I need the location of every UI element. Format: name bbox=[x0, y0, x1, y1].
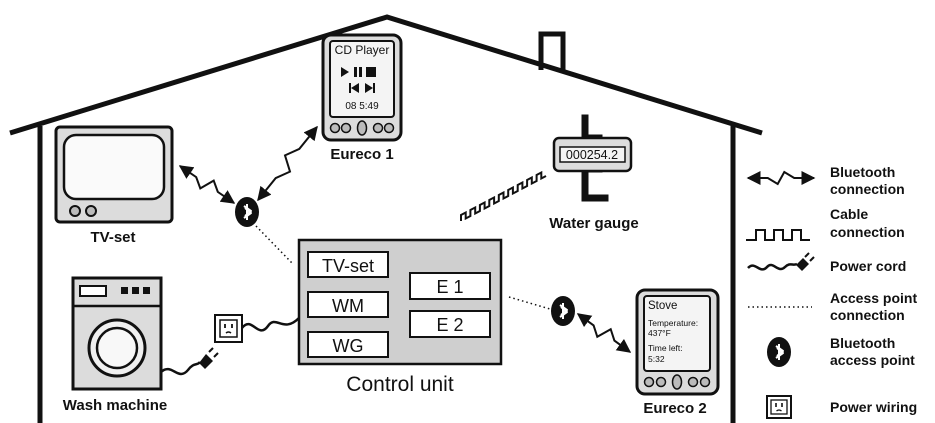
house-outline bbox=[9, 14, 763, 423]
control-box-e2: E 2 bbox=[436, 315, 463, 335]
access-point-connection-2 bbox=[508, 296, 551, 310]
water-gauge-device: 000254.2 Water gauge bbox=[549, 114, 639, 232]
legend-label: Power wiring bbox=[830, 399, 917, 415]
cable-connection-line bbox=[460, 170, 547, 221]
eureco-2-temperature-value: 437°F bbox=[648, 328, 671, 338]
eureco-1-device: CD Player 08 5:49 Eureco 1 bbox=[321, 33, 403, 163]
power-cord-control-unit bbox=[241, 317, 300, 332]
wash-machine-label: Wash machine bbox=[63, 397, 167, 414]
plug-icon bbox=[199, 347, 219, 369]
legend-label: connection bbox=[830, 307, 905, 323]
bluetooth-access-point-1 bbox=[235, 197, 259, 227]
legend-label: access point bbox=[830, 352, 915, 368]
wash-machine-button bbox=[143, 287, 150, 294]
eureco-2-screen-title: Stove bbox=[648, 300, 677, 312]
chimney bbox=[538, 31, 566, 72]
tv-button bbox=[85, 205, 97, 217]
wash-machine-button bbox=[121, 287, 128, 294]
bluetooth-connection-icon bbox=[746, 170, 816, 186]
control-box-wm: WM bbox=[332, 296, 364, 316]
next-track-icon bbox=[365, 83, 375, 93]
bluetooth-access-point-icon bbox=[767, 337, 791, 367]
power-wiring-icon bbox=[766, 395, 792, 419]
legend-label: Bluetooth bbox=[830, 164, 895, 180]
eureco-2-temperature-label: Temperature: bbox=[648, 318, 698, 328]
control-unit-label: Control unit bbox=[346, 373, 454, 396]
power-cord-wash-machine bbox=[160, 361, 201, 376]
wash-machine-display bbox=[79, 285, 107, 297]
eureco-2-time-left-label: Time left: bbox=[648, 343, 683, 353]
eureco-2-label: Eureco 2 bbox=[643, 400, 706, 417]
legend-label: connection bbox=[830, 181, 905, 197]
wash-machine-button bbox=[132, 287, 139, 294]
control-box-tv-set: TV-set bbox=[322, 256, 374, 276]
eureco-1-label: Eureco 1 bbox=[330, 146, 393, 163]
control-box-e1: E 1 bbox=[436, 277, 463, 297]
eureco-1-screen-status: 08 5:49 bbox=[345, 101, 379, 112]
tv-button bbox=[69, 205, 81, 217]
control-unit: TV-set WM WG E 1 E 2 Control unit bbox=[297, 238, 503, 396]
access-point-connection-1 bbox=[255, 225, 293, 264]
water-gauge-label: Water gauge bbox=[549, 215, 638, 232]
previous-track-icon bbox=[349, 83, 359, 93]
eureco-2-time-left-value: 5:32 bbox=[648, 354, 665, 364]
legend-label: Power cord bbox=[830, 258, 906, 274]
bluetooth-access-point-2 bbox=[551, 296, 575, 326]
water-gauge-reading: 000254.2 bbox=[566, 148, 618, 162]
legend-label: Bluetooth bbox=[830, 335, 895, 351]
control-box-wg: WG bbox=[333, 336, 364, 356]
legend-label: connection bbox=[830, 224, 905, 240]
pause-icon bbox=[354, 67, 357, 77]
cable-connection-icon bbox=[746, 229, 810, 241]
legend-label: Access point bbox=[830, 290, 917, 306]
power-outlet bbox=[214, 314, 243, 343]
eureco-1-buttons bbox=[329, 120, 395, 136]
tv-set-label: TV-set bbox=[90, 229, 135, 246]
power-cord-icon bbox=[747, 252, 815, 271]
legend: Bluetooth connection Cable connection Po… bbox=[746, 164, 917, 419]
stop-icon bbox=[366, 67, 376, 77]
legend-label: Cable bbox=[830, 206, 868, 222]
eureco-1-screen-title: CD Player bbox=[335, 43, 390, 57]
eureco-2-buttons bbox=[643, 374, 711, 390]
play-icon bbox=[341, 67, 349, 77]
bluetooth-connections bbox=[178, 125, 632, 353]
wash-machine-device: Wash machine bbox=[63, 276, 167, 414]
tv-set-device: TV-set bbox=[54, 125, 174, 246]
eureco-2-device: Stove Temperature: 437°F Time left: 5:32… bbox=[635, 288, 720, 417]
tv-screen bbox=[62, 133, 166, 201]
